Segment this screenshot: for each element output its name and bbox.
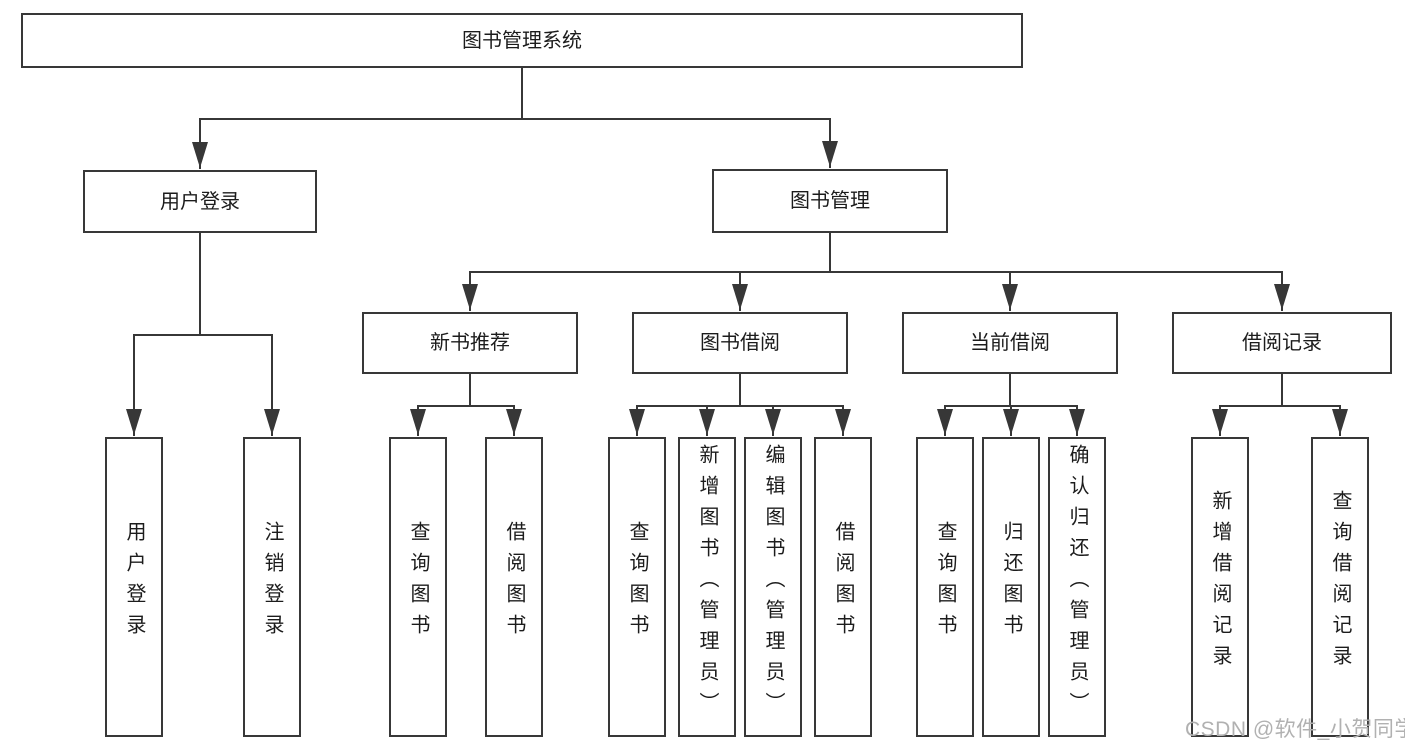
node-edit-book-admin: 编辑图书（管理员） [744,437,802,737]
node-label: 查询图书 [934,521,956,645]
node-label: 用户登录 [160,190,240,213]
node-search-borrow-record: 查询借阅记录 [1311,437,1369,737]
node-label: 编辑图书（管理员） [762,443,784,723]
node-label: 借阅图书 [832,521,854,645]
node-label: 借阅记录 [1242,332,1322,354]
node-borrow-records: 借阅记录 [1172,312,1392,374]
connectors-group [126,67,1348,436]
node-confirm-return-admin: 确认归还（管理员） [1048,437,1106,737]
node-label: 图书管理系统 [462,29,582,52]
node-label: 查询图书 [407,521,429,645]
node-label: 查询借阅记录 [1329,490,1351,676]
node-add-book-admin: 新增图书（管理员） [678,437,736,737]
node-search-book-recommend: 查询图书 [389,437,447,737]
node-label: 新增图书（管理员） [696,443,718,723]
node-label: 图书管理 [790,190,870,212]
node-book-borrowing: 图书借阅 [632,312,848,374]
node-book-management: 图书管理 [712,169,948,233]
node-user-login-op: 用户登录 [105,437,163,737]
node-library-management-system: 图书管理系统 [21,13,1023,68]
node-search-book-borrowing: 查询图书 [608,437,666,737]
node-user-login: 用户登录 [83,170,317,233]
node-label: 查询图书 [626,521,648,645]
node-label: 新书推荐 [430,332,510,354]
node-borrow-book-recommend: 借阅图书 [485,437,543,737]
node-label: 借阅图书 [503,521,525,645]
node-label: 图书借阅 [700,332,780,354]
node-borrow-book-op: 借阅图书 [814,437,872,737]
node-new-book-recommend: 新书推荐 [362,312,578,374]
node-label: 当前借阅 [970,332,1050,354]
node-label: 新增借阅记录 [1209,490,1231,676]
node-label: 归还图书 [1000,521,1022,645]
node-label: 用户登录 [123,521,145,645]
node-current-borrowing: 当前借阅 [902,312,1118,374]
node-search-book-current: 查询图书 [916,437,974,737]
node-label: 确认归还（管理员） [1066,443,1088,723]
watermark-text: CSDN @软件_小贺同学 [1185,718,1405,741]
node-return-book: 归还图书 [982,437,1040,737]
node-label: 注销登录 [261,521,283,645]
node-add-borrow-record: 新增借阅记录 [1191,437,1249,737]
node-logout-op: 注销登录 [243,437,301,737]
